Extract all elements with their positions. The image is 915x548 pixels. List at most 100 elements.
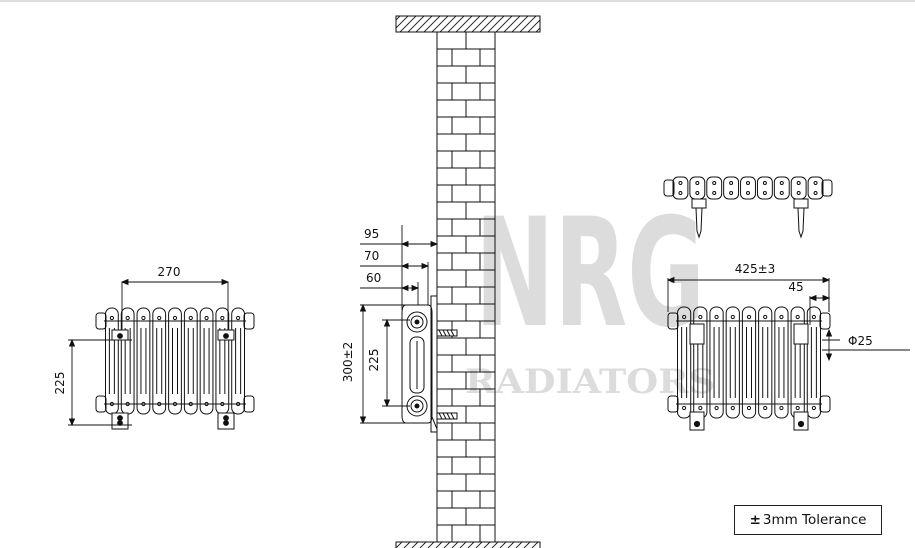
arrow-head xyxy=(822,294,831,302)
arrow-head xyxy=(400,240,409,248)
fixing-thread xyxy=(438,412,443,420)
top-bolt xyxy=(796,181,801,185)
right-column xyxy=(677,306,692,419)
right-column-bolt xyxy=(682,314,687,320)
right-bracket-bolt xyxy=(693,420,701,428)
arrow-head xyxy=(808,294,817,302)
arrow-head xyxy=(359,303,367,312)
right-column xyxy=(741,306,757,419)
dim-side-60: 60 xyxy=(366,271,381,285)
column-bolt xyxy=(109,315,114,321)
column xyxy=(152,307,167,415)
top-bolt xyxy=(729,191,734,195)
bracket-bolt xyxy=(117,415,123,421)
bracket-bolt xyxy=(117,333,123,339)
bracket-bolt xyxy=(223,420,229,426)
top-bolt xyxy=(746,191,750,195)
arrow-head xyxy=(825,328,833,337)
floor-hatch xyxy=(395,541,541,548)
column xyxy=(199,307,214,415)
top-bracket xyxy=(793,198,809,209)
column xyxy=(120,307,135,415)
fixing-thread xyxy=(442,329,447,337)
watermark-sub-text: RADIATORS xyxy=(465,362,715,402)
side-bracket xyxy=(431,416,438,431)
column xyxy=(168,307,182,415)
right-column-bolt xyxy=(779,405,784,411)
column-bolt xyxy=(204,315,209,321)
top-bolt xyxy=(712,191,717,195)
fixing-thread xyxy=(446,329,451,337)
right-column-bolt xyxy=(763,314,768,320)
dim-front-height: 225 xyxy=(53,372,67,395)
right-front-view-radiator xyxy=(667,306,831,431)
watermark-logo: NRG RADIATORS xyxy=(465,187,715,402)
top-section xyxy=(723,176,740,200)
ceiling-hatch xyxy=(395,15,541,33)
side-valve-core xyxy=(414,403,420,409)
column xyxy=(136,307,151,415)
right-bracket-bolt xyxy=(797,420,805,428)
top-bracket xyxy=(691,198,707,209)
arrow-head xyxy=(400,262,409,270)
column-bolt xyxy=(157,315,162,321)
top-view-radiator xyxy=(663,176,833,239)
column-bolt xyxy=(172,315,178,321)
side-valve-inner xyxy=(410,315,424,329)
fixing-thread xyxy=(450,329,455,337)
side-valve-outer xyxy=(406,311,428,333)
tolerance-box: ± 3mm Tolerance xyxy=(734,505,882,535)
right-column-bolt xyxy=(779,314,784,320)
dimension-lines xyxy=(68,225,910,427)
fixing-thread xyxy=(446,412,451,420)
column-bolt xyxy=(141,315,146,321)
side-view-radiator xyxy=(401,295,458,433)
column-bolt xyxy=(188,315,193,321)
top-bolt xyxy=(746,181,750,185)
top-bolt xyxy=(813,181,818,185)
fixing-thread xyxy=(450,412,455,420)
fixing-thread xyxy=(438,329,443,337)
right-column-bolt xyxy=(698,405,703,411)
right-column-bolt xyxy=(698,314,703,320)
dim-end-45: 45 xyxy=(788,280,803,294)
right-column-bolt xyxy=(746,405,752,411)
watermark-logo-text: NRG xyxy=(475,187,705,361)
arrow-head xyxy=(825,353,833,362)
arrow-head xyxy=(400,284,409,292)
top-end-plug xyxy=(663,179,675,197)
column xyxy=(105,307,119,415)
side-valve-inner xyxy=(410,399,424,413)
dim-end-length: 425±3 xyxy=(735,262,776,276)
arrow-head xyxy=(359,416,367,425)
arrow-head xyxy=(421,262,430,270)
top-screw xyxy=(797,207,805,239)
top-bolt xyxy=(678,181,683,185)
dim-side-centres: 225 xyxy=(367,349,381,372)
right-column-bolt xyxy=(730,405,735,411)
top-section xyxy=(706,176,723,200)
brick-wall xyxy=(436,31,496,542)
top-section xyxy=(807,176,824,200)
arrow-head xyxy=(68,338,76,347)
tolerance-text: 3mm Tolerance xyxy=(762,512,867,528)
dim-side-70: 70 xyxy=(364,249,379,263)
arrow-head xyxy=(411,284,420,292)
right-column-bolt xyxy=(795,314,800,320)
arrow-head xyxy=(383,399,391,408)
right-column-bolt xyxy=(746,314,752,320)
right-column-bolt xyxy=(763,405,768,411)
right-column-bolt xyxy=(682,405,687,411)
top-bolt xyxy=(678,191,683,195)
top-bolt xyxy=(729,181,734,185)
right-column xyxy=(806,306,821,419)
top-screw xyxy=(695,207,703,239)
dim-end-pipe: Φ25 xyxy=(848,334,873,348)
column xyxy=(183,307,198,415)
top-bolt xyxy=(695,191,700,195)
fixing-thread xyxy=(442,412,447,420)
dim-side-95: 95 xyxy=(364,227,379,241)
arrow-head xyxy=(666,276,675,284)
arrow-head xyxy=(68,418,76,427)
